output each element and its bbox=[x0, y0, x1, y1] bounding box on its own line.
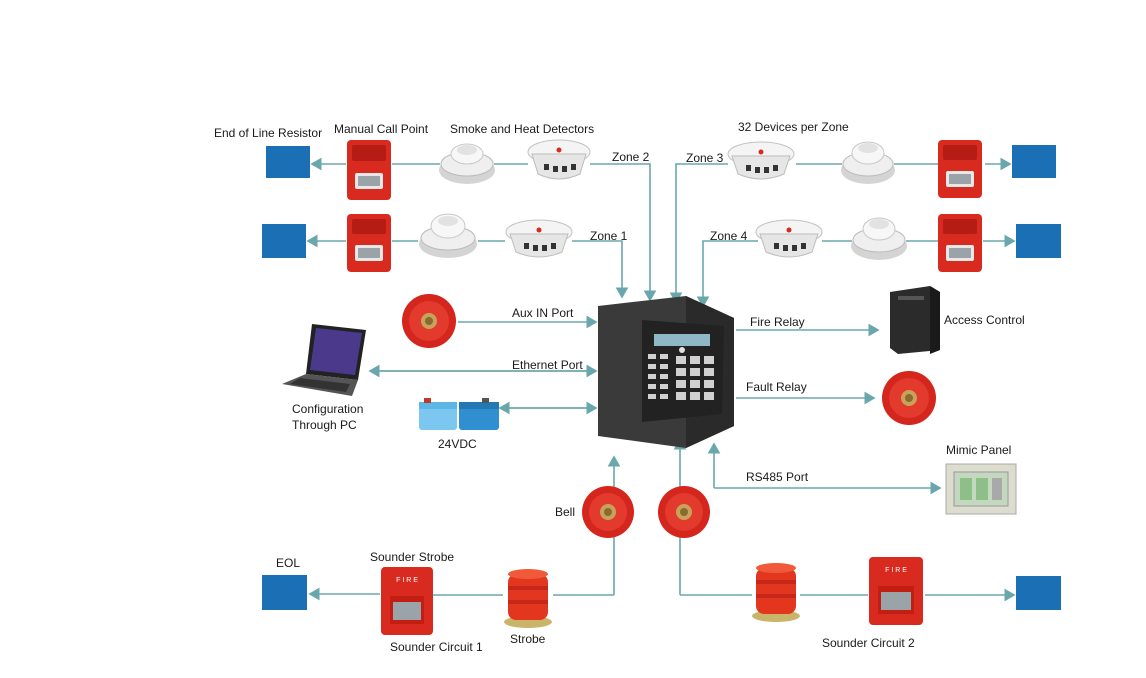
configuration-label-line2: Through PC bbox=[292, 418, 357, 432]
eol-resistor-box bbox=[1016, 576, 1061, 610]
sounder-circuit-1-label: Sounder Circuit 1 bbox=[390, 640, 483, 654]
smoke-heat-detectors-label: Smoke and Heat Detectors bbox=[450, 122, 595, 136]
fire-relay-label: Fire Relay bbox=[750, 315, 805, 329]
manual-call-point-icon bbox=[347, 140, 391, 200]
strobe-icon bbox=[504, 569, 552, 628]
smoke-detector-icon bbox=[419, 213, 477, 258]
smoke-detector-icon bbox=[841, 141, 895, 184]
heat-detector-icon bbox=[727, 141, 795, 180]
bell-icon bbox=[402, 294, 456, 348]
eol-resistor-box bbox=[1016, 224, 1061, 258]
mimic-panel-label: Mimic Panel bbox=[946, 443, 1012, 457]
sounder-circuit-2-label: Sounder Circuit 2 bbox=[822, 636, 915, 650]
rs485-port-label: RS485 Port bbox=[746, 470, 809, 484]
manual-call-point-icon bbox=[938, 140, 982, 198]
mimic-panel-icon bbox=[945, 463, 1017, 515]
bell-icon bbox=[582, 486, 634, 538]
strobe-label: Strobe bbox=[510, 632, 546, 646]
ethernet-port-label: Ethernet Port bbox=[512, 358, 583, 372]
fire-alarm-panel-icon bbox=[598, 296, 734, 448]
heat-detector-icon bbox=[527, 139, 591, 180]
sounder-strobe-icon: F I R E bbox=[869, 557, 923, 625]
zone-2-label: Zone 2 bbox=[612, 150, 650, 164]
svg-text:F I R E: F I R E bbox=[396, 577, 418, 584]
access-control-icon bbox=[890, 286, 940, 354]
eol-resistor-box bbox=[1012, 145, 1056, 178]
smoke-detector-icon bbox=[439, 143, 495, 184]
devices-per-zone-label: 32 Devices per Zone bbox=[738, 120, 849, 134]
configuration-label-line1: Configuration bbox=[292, 402, 364, 416]
battery-icon bbox=[419, 398, 499, 430]
zone-4-label: Zone 4 bbox=[710, 229, 748, 243]
access-control-label: Access Control bbox=[944, 313, 1025, 327]
zone-1-label: Zone 1 bbox=[590, 229, 628, 243]
zone-3-label: Zone 3 bbox=[686, 151, 724, 165]
eol-resistor-box bbox=[266, 146, 310, 178]
vdc-label: 24VDC bbox=[438, 437, 477, 451]
heat-detector-icon bbox=[755, 219, 823, 258]
heat-detector-icon bbox=[505, 219, 573, 258]
strobe-icon bbox=[752, 563, 800, 622]
bell-icon bbox=[658, 486, 710, 538]
svg-text:F I R E: F I R E bbox=[885, 567, 907, 574]
manual-call-point-icon bbox=[938, 214, 982, 272]
laptop-icon bbox=[282, 324, 366, 396]
aux-in-port-label: Aux IN Port bbox=[512, 306, 574, 320]
fault-relay-label: Fault Relay bbox=[746, 380, 807, 394]
eol-resistor-box bbox=[262, 575, 307, 610]
bell-label: Bell bbox=[555, 505, 576, 519]
smoke-detector-icon bbox=[851, 217, 907, 260]
eol-resistor-box bbox=[262, 224, 306, 258]
manual-call-point-label: Manual Call Point bbox=[334, 122, 429, 136]
manual-call-point-icon bbox=[347, 214, 391, 272]
sounder-strobe-label: Sounder Strobe bbox=[370, 550, 455, 564]
bell-icon bbox=[882, 371, 936, 425]
sounder-strobe-icon: F I R E bbox=[381, 567, 433, 635]
end-of-line-resistor-label: End of Line Resistor bbox=[214, 126, 323, 140]
eol-label: EOL bbox=[276, 556, 301, 570]
